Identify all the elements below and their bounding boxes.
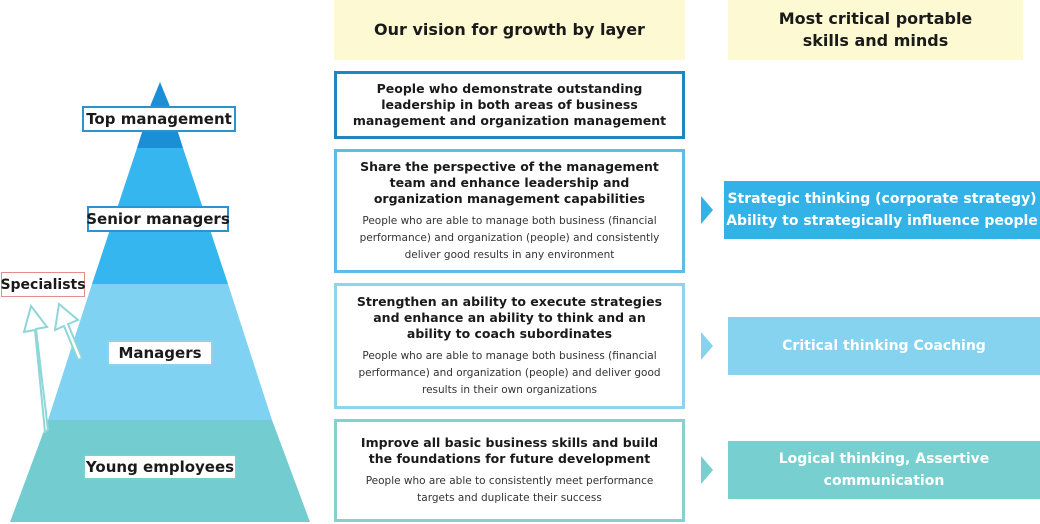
vision-box-managers: Strengthen an ability to execute strateg… [334,283,685,409]
skill-young-line2: communication [823,473,945,489]
label-senior-managers-text: Senior managers [86,210,230,228]
pyramid-diagram [10,82,310,522]
skill-senior-line2: Ability to strategically influence peopl… [726,213,1038,229]
chevron-right-icon [701,332,713,360]
label-specialists: Specialists [0,272,86,297]
chevron-right-icon [701,456,713,484]
chevron-right-icon [701,196,713,224]
label-top-management: Top management [82,106,236,132]
label-top-management-text: Top management [86,110,232,128]
label-managers: Managers [107,340,213,366]
header-skills-line2: skills and minds [802,31,949,50]
header-vision-text: Our vision for growth by layer [374,20,645,39]
vision-description: People who are able to manage both busin… [358,349,661,396]
label-young-employees: Young employees [83,454,237,480]
header-skills-line1: Most critical portable [778,9,973,28]
pyramid-layer-top [151,82,169,104]
vision-heading: Improve all basic business skills and bu… [360,434,659,466]
label-managers-text: Managers [118,344,202,362]
label-specialists-text: Specialists [0,276,86,293]
header-vision: Our vision for growth by layer [334,0,685,60]
skill-senior-line1: Strategic thinking (corporate strategy) [727,191,1037,207]
vision-heading: Strengthen an ability to execute strateg… [356,293,663,341]
skill-box-young-employees: Logical thinking, Assertive communicatio… [728,441,1040,499]
vision-box-young-employees: Improve all basic business skills and bu… [334,419,685,522]
vision-description: People who are able to consistently meet… [365,474,654,504]
label-senior-managers: Senior managers [86,206,230,232]
vision-heading: Share the perspective of the management … [360,158,659,206]
header-skills: Most critical portable skills and minds [728,0,1023,60]
skill-young-line1: Logical thinking, Assertive [778,451,990,467]
skill-box-managers: Critical thinking Coaching [728,317,1040,375]
vision-box-senior-managers: Share the perspective of the management … [334,149,685,273]
vision-heading: People who demonstrate outstanding leade… [352,81,667,128]
specialists-arrow-small-icon [53,302,84,362]
skill-managers-text: Critical thinking Coaching [782,338,986,354]
vision-box-top-management: People who demonstrate outstanding leade… [334,71,685,139]
vision-description: People who are able to manage both busin… [359,214,660,261]
skill-box-senior-managers: Strategic thinking (corporate strategy) … [724,181,1040,239]
specialists-arrow-icon [22,303,50,434]
label-young-employees-text: Young employees [85,458,235,476]
